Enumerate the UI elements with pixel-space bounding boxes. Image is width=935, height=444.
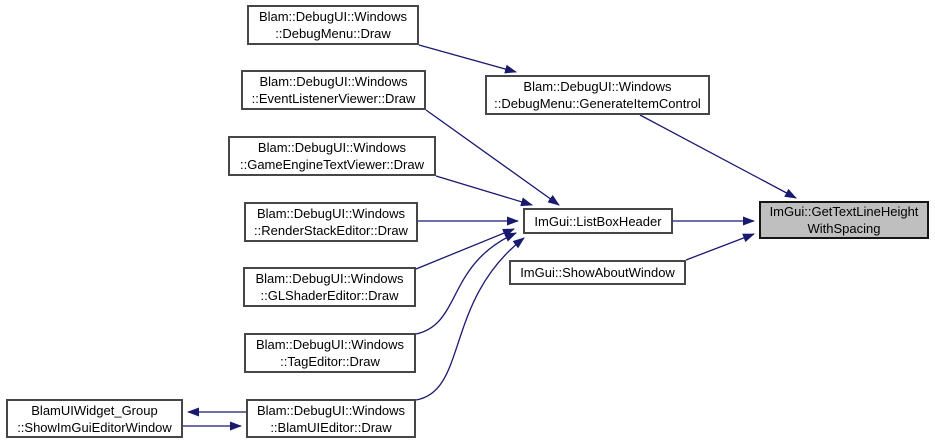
node-eventlistenerviewer-draw[interactable]: Blam::DebugUI::Windows ::EventListenerVi… (241, 70, 426, 110)
node-debugmenu-draw[interactable]: Blam::DebugUI::Windows ::DebugMenu::Draw (247, 5, 419, 45)
node-tageditor-draw[interactable]: Blam::DebugUI::Windows ::TagEditor::Draw (244, 333, 416, 373)
node-showimguieditorwindow[interactable]: BlamUIWidget_Group ::ShowImGuiEditorWind… (6, 399, 183, 438)
node-showaboutwindow[interactable]: ImGui::ShowAboutWindow (509, 260, 686, 285)
node-listboxheader[interactable]: ImGui::ListBoxHeader (523, 208, 673, 234)
edge-blamuieditor-draw-to-listboxheader-arrow (415, 237, 525, 401)
node-gettextlineheightwithspacing: ImGui::GetTextLineHeight WithSpacing (759, 201, 929, 239)
edge-showaboutwindow-to-gettextlineheight-arrow (685, 233, 755, 261)
node-blamuieditor-draw[interactable]: Blam::DebugUI::Windows ::BlamUIEditor::D… (246, 399, 416, 438)
node-renderstackeditor-draw[interactable]: Blam::DebugUI::Windows ::RenderStackEdit… (244, 202, 418, 242)
node-gameenginetextviewer-draw[interactable]: Blam::DebugUI::Windows ::GameEngineTextV… (228, 136, 436, 176)
edge-tageditor-draw-to-listboxheader-arrow (415, 232, 517, 335)
edge-gameenginetext-draw-to-listboxheader-arrow (435, 175, 533, 207)
node-debugmenu-generateitemcontrol[interactable]: Blam::DebugUI::Windows ::DebugMenu::Gene… (485, 75, 710, 115)
edge-glshader-draw-to-listboxheader-arrow (415, 228, 515, 270)
edge-generateitemcontrol-to-gettextlineheight-arrow (639, 114, 797, 199)
edge-debugmenu-draw-to-generateitemcontrol-arrow (418, 44, 517, 74)
node-glshadereditor-draw[interactable]: Blam::DebugUI::Windows ::GLShaderEditor:… (243, 267, 416, 307)
edge-eventlistener-draw-to-listboxheader-arrow (425, 109, 560, 206)
